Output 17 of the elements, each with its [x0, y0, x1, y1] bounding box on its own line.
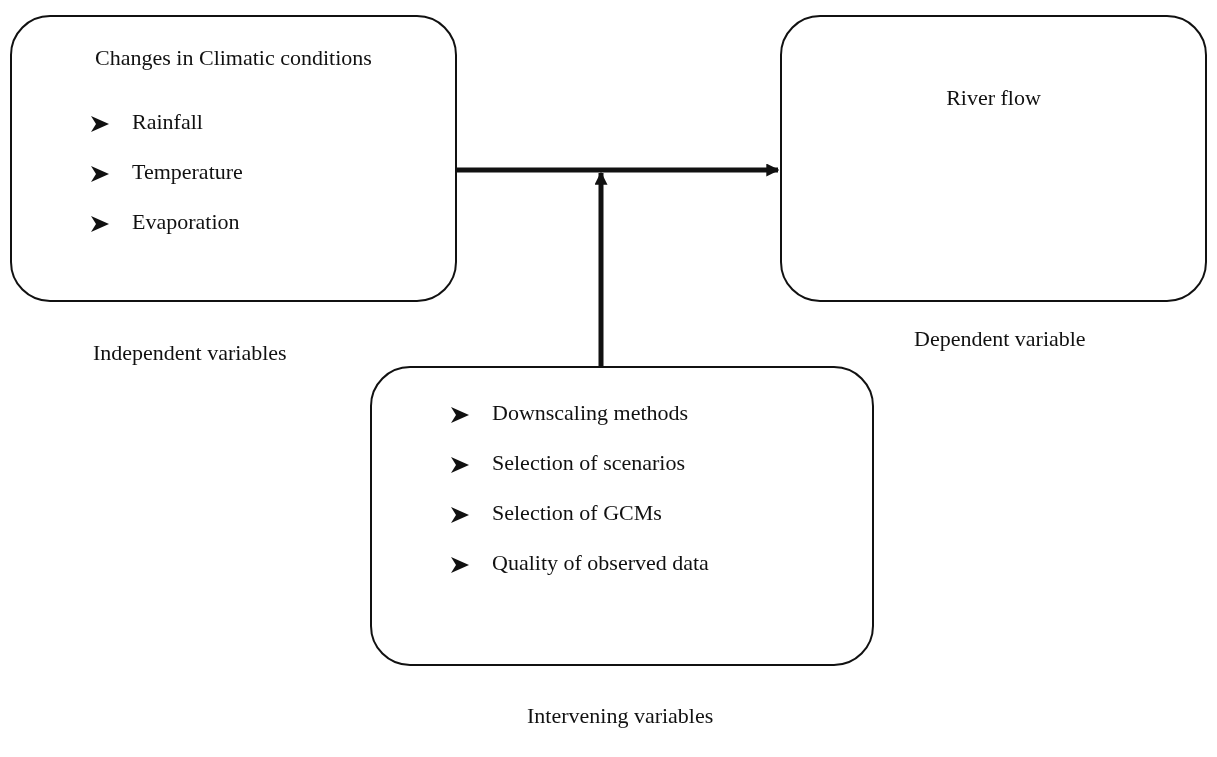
box-label: River flow: [945, 85, 1042, 111]
list-item: Selection of GCMs: [492, 500, 662, 526]
box-caption: Dependent variable: [914, 326, 1086, 352]
box-caption: Independent variables: [93, 340, 287, 366]
list-item: Downscaling methods: [492, 400, 689, 426]
list-item: Evaporation: [132, 209, 240, 235]
list-item: Rainfall: [132, 109, 203, 135]
rounded-box: [780, 15, 1207, 302]
arrow: [594, 171, 608, 366]
list-item: Temperature: [132, 159, 243, 185]
list-item: Selection of scenarios: [492, 450, 686, 476]
box-heading: Changes in Climatic conditions: [94, 45, 373, 71]
list-item: Quality of observed data: [492, 550, 709, 576]
box-caption: Intervening variables: [527, 703, 714, 729]
rounded-box: [10, 15, 457, 302]
arrow: [457, 163, 780, 177]
rounded-box: [370, 366, 874, 666]
